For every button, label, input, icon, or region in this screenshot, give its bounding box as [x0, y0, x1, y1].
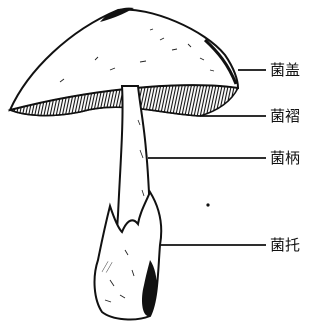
stem-label: 菌柄	[270, 149, 300, 167]
cap-label: 菌盖	[270, 61, 300, 79]
gills-label: 菌褶	[270, 107, 300, 125]
volva-label: 菌托	[270, 236, 300, 254]
stray-dot	[206, 203, 209, 206]
